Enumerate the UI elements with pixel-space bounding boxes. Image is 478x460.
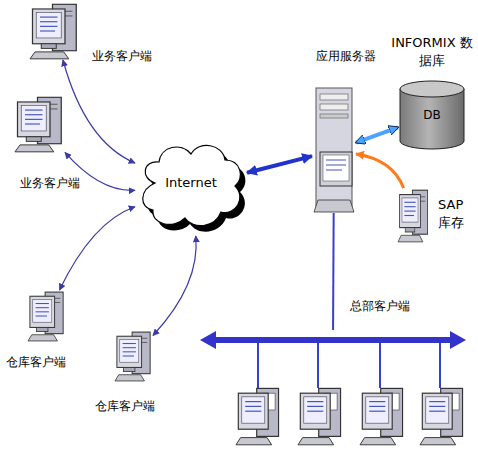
node-label: Internet: [135, 174, 247, 192]
drop-lines: [258, 340, 440, 388]
connector-arrow: [153, 236, 196, 335]
computer-icon: [28, 290, 66, 342]
server-icon: [312, 88, 356, 213]
node-label: 业务客户端: [92, 48, 172, 64]
connector-arrow: [332, 213, 335, 330]
computer-icon: [398, 188, 430, 243]
hq-bus: 总部客户端: [200, 330, 466, 350]
connector-arrow: [63, 60, 135, 163]
node-label: 仓库客户端: [95, 398, 175, 414]
app-server: 应用服务器: [312, 88, 356, 213]
computer-icon: [30, 2, 80, 60]
computer-icon: [115, 330, 153, 382]
internet-cloud: Internet: [135, 138, 247, 236]
node-label: 仓库客户端: [6, 354, 86, 370]
warehouse-computer: 仓库客户端: [28, 290, 66, 342]
connector-arrow: [356, 154, 404, 188]
node-label: DB: [398, 107, 466, 124]
connector-arrow: [59, 207, 135, 290]
connector-arrow: [356, 127, 398, 142]
node-label: INFORMIX 数据库: [390, 34, 474, 70]
node-label: 应用服务器: [316, 48, 396, 64]
sap-computer: SAP 库存: [398, 188, 430, 243]
connector-arrow: [65, 152, 135, 190]
client-computer: 业务客户端: [15, 95, 65, 153]
computer-icon: [15, 95, 65, 153]
warehouse-computer: 仓库客户端: [115, 330, 153, 382]
node-label: 业务客户端: [20, 175, 100, 191]
connector-arrow: [247, 156, 312, 173]
network-bus: [200, 330, 466, 350]
hq-computer-group: [236, 388, 463, 444]
node-label: 总部客户端: [350, 298, 430, 314]
client-computer: 业务客户端: [30, 2, 80, 60]
node-label: SAP 库存: [438, 196, 472, 232]
database: INFORMIX 数据库DB: [398, 80, 466, 150]
